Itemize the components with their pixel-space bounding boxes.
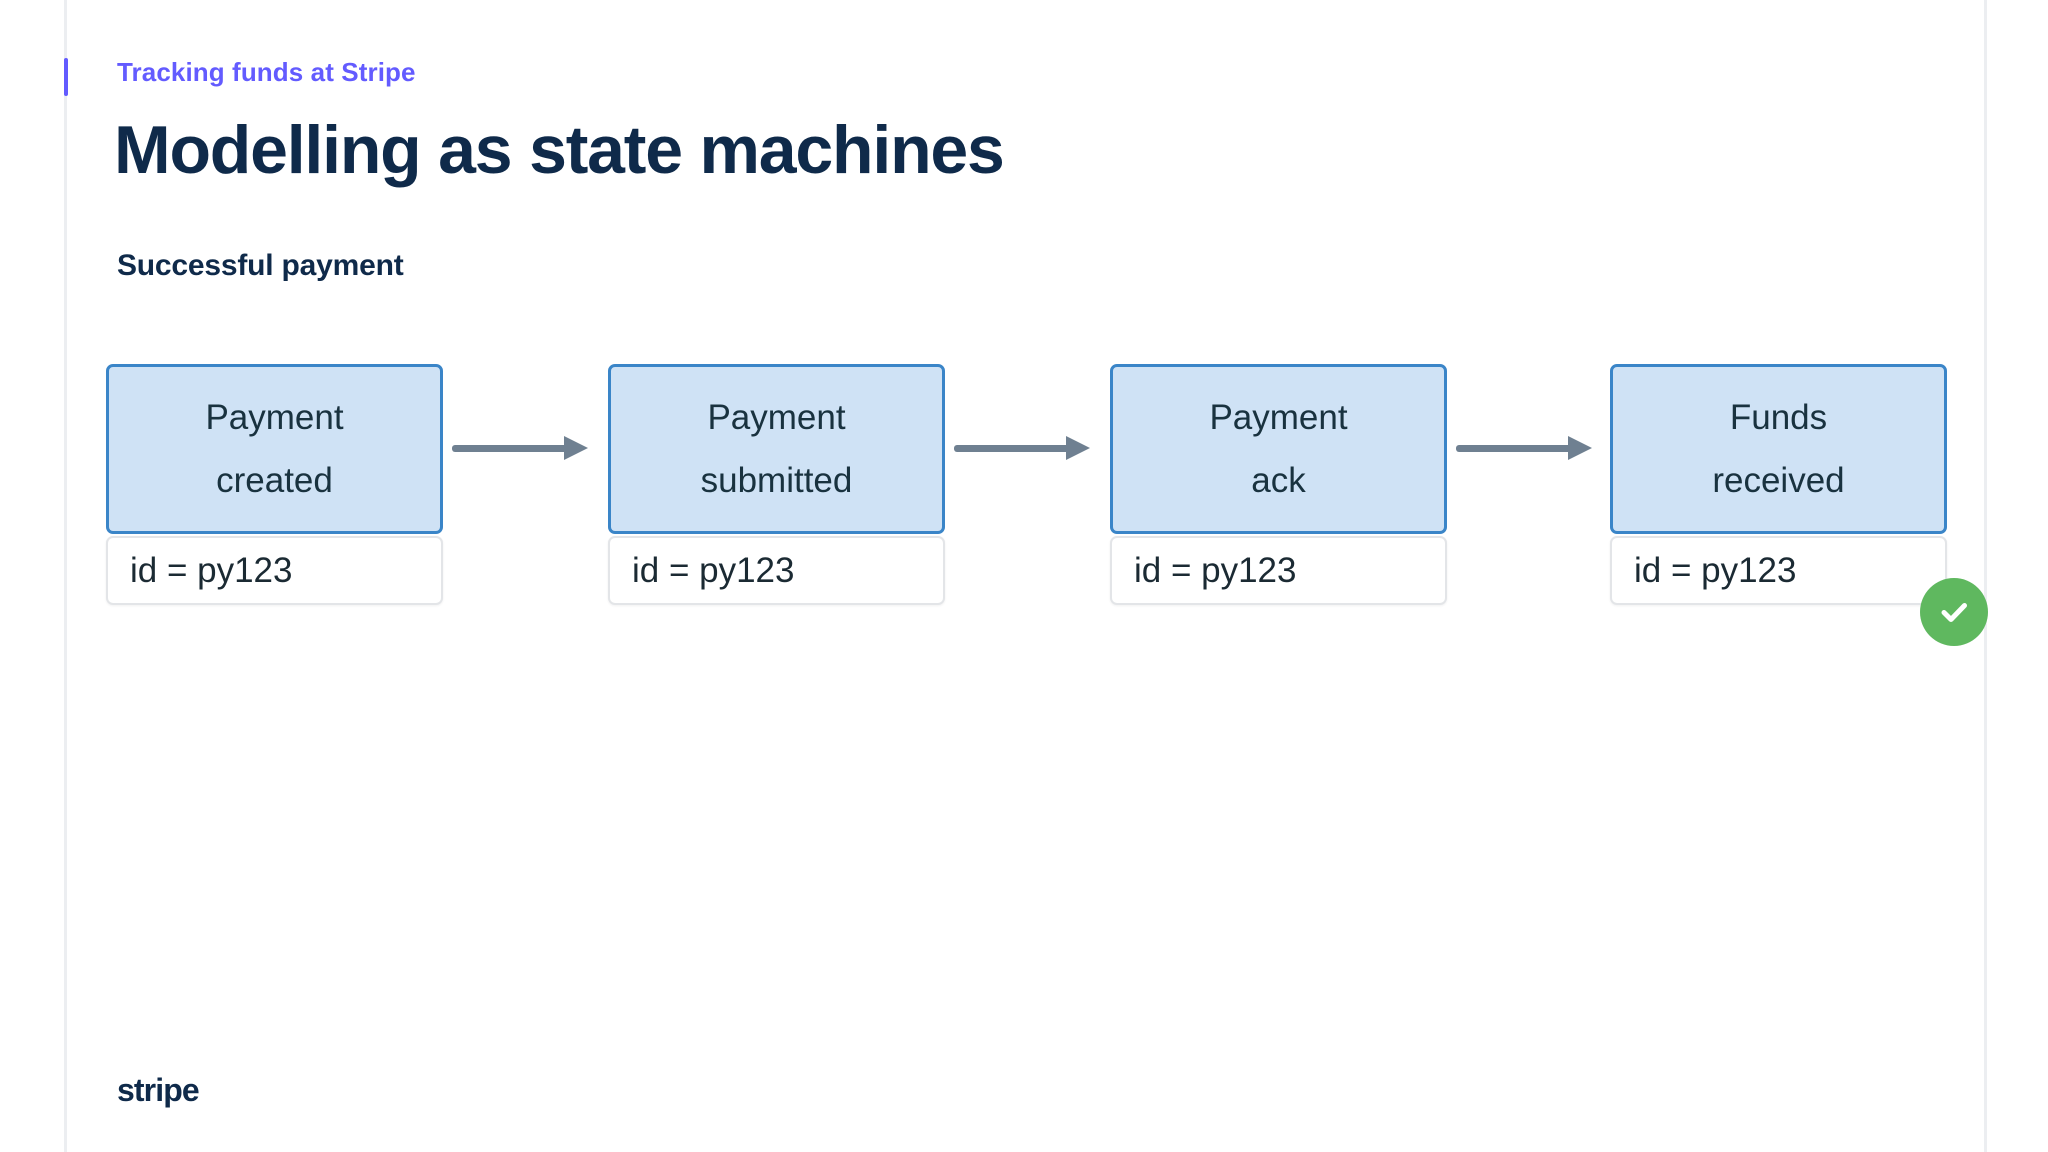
- state-node-label-line1: Payment: [205, 398, 344, 437]
- left-rail: [64, 0, 67, 1152]
- state-node-id-card: id = py123: [1110, 536, 1447, 605]
- state-node-label-line2: submitted: [700, 461, 853, 500]
- state-node-header: Payment ack: [1110, 364, 1447, 534]
- state-node-label-line1: Payment: [707, 398, 846, 437]
- state-node-header: Payment created: [106, 364, 443, 534]
- state-node-id-card: id = py123: [106, 536, 443, 605]
- arrow-shaft: [954, 445, 1072, 452]
- state-node-id-card: id = py123: [608, 536, 945, 605]
- rail-progress-marker: [64, 58, 68, 96]
- arrow-shaft: [1456, 445, 1574, 452]
- state-node-payment-created: Payment created id = py123: [106, 364, 443, 605]
- state-node-id-value: id = py123: [130, 550, 293, 590]
- state-node-label-line1: Funds: [1729, 398, 1828, 437]
- state-node-label-line2: received: [1712, 461, 1845, 500]
- right-rail: [1984, 0, 1987, 1152]
- page-title: Modelling as state machines: [114, 112, 1005, 188]
- state-node-label-line1: Payment: [1209, 398, 1348, 437]
- check-icon: [1941, 603, 1967, 622]
- transition-arrow-icon: [452, 436, 602, 460]
- state-node-payment-submitted: Payment submitted id = py123: [608, 364, 945, 605]
- state-node-id-card: id = py123: [1610, 536, 1947, 605]
- arrow-head: [1066, 436, 1090, 460]
- arrow-head: [1568, 436, 1592, 460]
- success-status-badge: [1920, 578, 1988, 646]
- state-node-id-value: id = py123: [632, 550, 795, 590]
- state-node-id-value: id = py123: [1634, 550, 1797, 590]
- arrow-shaft: [452, 445, 570, 452]
- state-node-funds-received: Funds received id = py123: [1610, 364, 1947, 605]
- arrow-head: [564, 436, 588, 460]
- section-title: Successful payment: [117, 249, 404, 282]
- state-node-header: Payment submitted: [608, 364, 945, 534]
- transition-arrow-icon: [954, 436, 1104, 460]
- state-node-header: Funds received: [1610, 364, 1947, 534]
- state-node-id-value: id = py123: [1134, 550, 1297, 590]
- eyebrow-label: Tracking funds at Stripe: [117, 57, 416, 87]
- state-node-label-line2: ack: [1251, 461, 1306, 500]
- state-node-payment-ack: Payment ack id = py123: [1110, 364, 1447, 605]
- transition-arrow-icon: [1456, 436, 1606, 460]
- stripe-wordmark: stripe: [117, 1072, 200, 1108]
- state-node-label-line2: created: [216, 461, 333, 500]
